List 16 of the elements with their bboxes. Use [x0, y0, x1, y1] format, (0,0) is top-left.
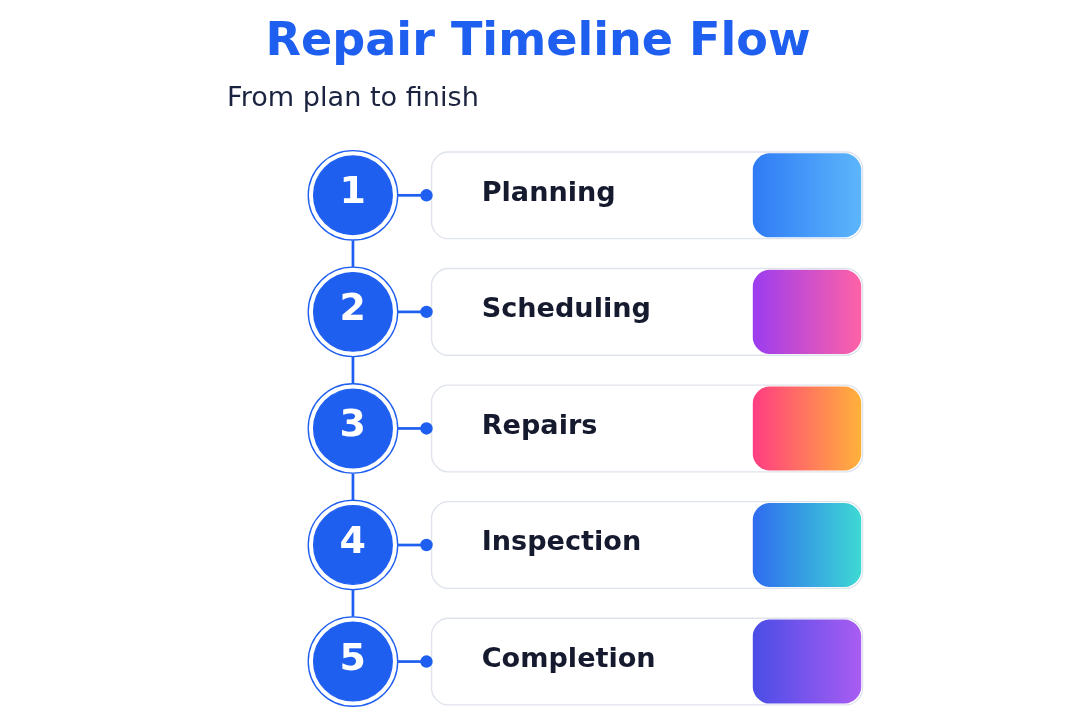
- node-circle: 5: [307, 616, 399, 707]
- node-circle: 2: [307, 266, 399, 358]
- node-circle: 3: [307, 383, 399, 474]
- connector: [351, 356, 355, 384]
- node-circle: 4: [307, 499, 399, 591]
- connector: [351, 590, 355, 617]
- connector: [397, 189, 433, 202]
- node-circle: 1: [307, 149, 399, 241]
- connector: [351, 473, 355, 501]
- label: From plan to finish: [227, 80, 479, 112]
- connector: [397, 655, 433, 668]
- connector: [397, 538, 433, 552]
- connector: [397, 305, 433, 319]
- connector: [397, 422, 433, 435]
- connector: [351, 240, 355, 268]
- diagram-title: Repair Timeline Flow: [265, 11, 811, 66]
